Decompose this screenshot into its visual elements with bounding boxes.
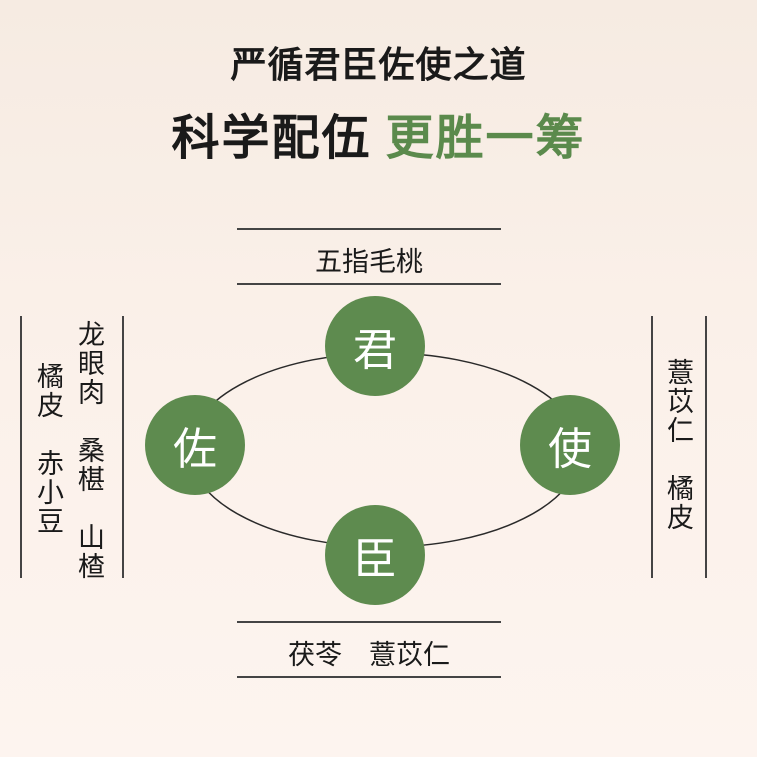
title-green: 更胜一筹: [385, 110, 586, 166]
divider: [237, 676, 501, 678]
title-line2: 科学配伍更胜一筹: [0, 98, 757, 168]
zuo-herbs-col2: 橘皮 赤小豆: [32, 362, 63, 536]
role-chen: 臣: [325, 505, 425, 605]
title-black: 科学配伍: [171, 110, 372, 166]
shi-herbs: 薏苡仁 橘皮: [662, 358, 693, 532]
chen-herbs: 茯苓 薏苡仁: [288, 640, 450, 671]
title-line1: 严循君臣佐使之道: [230, 45, 527, 86]
divider: [237, 621, 501, 623]
divider: [237, 228, 501, 230]
role-shi: 使: [520, 395, 620, 495]
role-jun: 君: [325, 296, 425, 396]
role-zuo: 佐: [145, 395, 245, 495]
jun-herbs: 五指毛桃: [315, 247, 423, 278]
divider: [705, 316, 707, 578]
zuo-herbs-col1: 龙眼肉 桑椹 山楂: [73, 320, 104, 581]
divider: [20, 316, 22, 578]
divider: [122, 316, 124, 578]
divider: [651, 316, 653, 578]
divider: [237, 283, 501, 285]
